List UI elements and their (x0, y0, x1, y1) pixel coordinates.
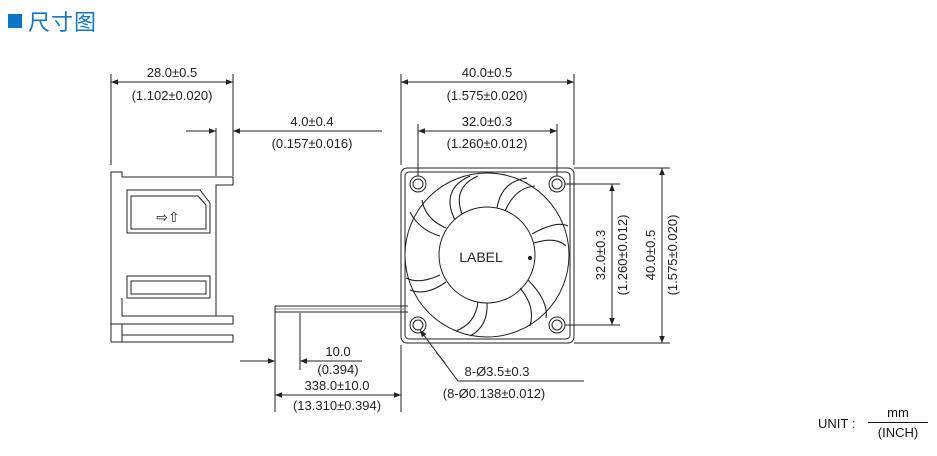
page-title: 尺寸图 (8, 5, 97, 37)
vert-pitch-in: (1.260±0.012) (615, 215, 630, 296)
strip-in: (0.394) (317, 362, 358, 377)
page-title-text: 尺寸图 (28, 10, 98, 35)
side-width-mm: 28.0±0.5 (147, 65, 198, 80)
holes-mm: 8-Ø3.5±0.3 (465, 364, 530, 379)
unit-fraction-bar (868, 422, 928, 423)
front-pitch-in: (1.260±0.012) (447, 136, 528, 151)
front-outer-in: (1.575±0.020) (447, 88, 528, 103)
unit-label: UNIT : (818, 416, 856, 431)
front-view (400, 74, 670, 382)
title-square-icon (8, 14, 22, 28)
lead-length-mm: 338.0±10.0 (305, 378, 370, 393)
unit-numerator: mm (887, 405, 909, 420)
fan-label: LABEL (459, 249, 503, 265)
vert-outer-mm: 40.0±0.5 (643, 230, 658, 281)
side-view (110, 74, 382, 343)
airflow-arrow-icon: ⇨⇧ (156, 209, 179, 225)
strip-mm: 10.0 (325, 344, 350, 359)
holes-in: (8-Ø0.138±0.012) (443, 386, 546, 401)
front-pitch-mm: 32.0±0.3 (462, 114, 513, 129)
side-offset-mm: 4.0±0.4 (290, 114, 333, 129)
vert-pitch-mm: 32.0±0.3 (593, 230, 608, 281)
side-width-in: (1.102±0.020) (132, 88, 213, 103)
vert-outer-in: (1.575±0.020) (665, 215, 680, 296)
lead-wires (240, 305, 408, 412)
front-outer-mm: 40.0±0.5 (462, 65, 513, 80)
side-offset-in: (0.157±0.016) (272, 136, 353, 151)
unit-fraction: mm (INCH) (868, 405, 928, 440)
lead-length-in: (13.310±0.394) (293, 398, 381, 413)
unit-denominator: (INCH) (877, 425, 919, 440)
